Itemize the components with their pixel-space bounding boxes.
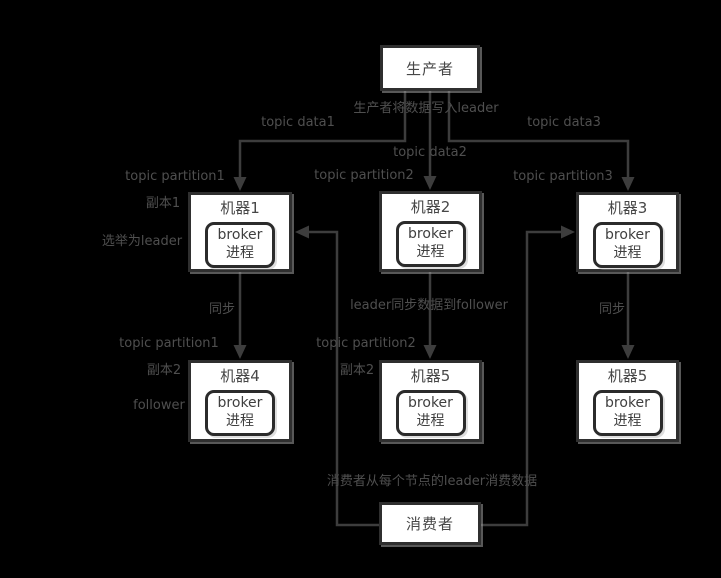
label-leader-sync: leader同步数据到follower — [350, 298, 508, 313]
broker-process-box: broker 进程 — [205, 389, 275, 436]
broker-process-label: broker — [605, 395, 650, 412]
broker-process-label: broker — [217, 395, 263, 412]
label-replica2-left: 副本2 — [146, 363, 182, 378]
arrow-down-machine2-icon — [423, 176, 437, 190]
machine-box-2: 机器2 broker 进程 — [379, 191, 482, 272]
broker-process-box: broker 进程 — [592, 389, 663, 436]
consumer-to-machine3-line — [481, 230, 562, 527]
label-sync-right: 同步 — [598, 302, 626, 317]
broker-process-label: broker — [408, 395, 453, 412]
machine-title: 机器1 — [220, 199, 260, 217]
machine-title: 机器5 — [607, 367, 648, 385]
machine-box-5: 机器5 broker 进程 — [379, 360, 482, 442]
arrow-right-machine3-icon — [561, 225, 575, 239]
machine-box-5-right: 机器5 broker 进程 — [576, 360, 679, 442]
arrow-down-machine1-icon — [233, 177, 247, 191]
label-topic-partition2-bottom: topic partition2 — [316, 336, 416, 351]
broker-process-label: 进程 — [226, 244, 254, 261]
label-sync-left: 同步 — [208, 302, 236, 317]
label-topic-partition1-bottom: topic partition1 — [119, 336, 219, 351]
machine-box-4: 机器4 broker 进程 — [188, 360, 292, 442]
label-topic-data3: topic data3 — [527, 115, 601, 130]
machine-title: 机器3 — [607, 199, 648, 217]
broker-process-label: 进程 — [416, 243, 445, 260]
arrow-down-machine5r-icon — [621, 345, 635, 359]
label-topic-data1: topic data1 — [261, 115, 335, 130]
broker-process-box: broker 进程 — [205, 221, 275, 268]
label-producer-write: 生产者将数据写入leader — [353, 101, 499, 116]
label-topic-partition2-top: topic partition2 — [314, 168, 414, 183]
label-follower: follower — [133, 398, 185, 413]
broker-process-label: broker — [408, 226, 453, 243]
machine-box-3: 机器3 broker 进程 — [576, 192, 679, 272]
arrow-down-machine3-icon — [621, 177, 635, 191]
broker-process-label: broker — [605, 227, 650, 244]
producer-to-machine1-line — [238, 91, 407, 179]
broker-process-label: 进程 — [226, 412, 254, 429]
broker-process-label: 进程 — [416, 412, 445, 429]
consumer-label: 消费者 — [405, 515, 454, 533]
arrow-down-machine4-icon — [233, 345, 247, 359]
label-topic-data2: topic data2 — [393, 145, 467, 160]
broker-process-box: broker 进程 — [395, 220, 466, 267]
arrow-down-machine5-icon — [423, 345, 437, 359]
broker-process-box: broker 进程 — [592, 221, 663, 268]
label-consumer-read: 消费者从每个节点的leader消费数据 — [326, 474, 538, 489]
consumer-box: 消费者 — [379, 502, 481, 545]
label-elected-leader: 选举为leader — [101, 234, 183, 249]
label-topic-partition3: topic partition3 — [513, 169, 613, 184]
label-replica1: 副本1 — [145, 196, 181, 211]
consumer-to-machine1-line — [308, 230, 379, 527]
producer-to-machine3-line — [447, 91, 630, 179]
label-replica2-mid: 副本2 — [339, 363, 375, 378]
broker-process-label: 进程 — [613, 244, 642, 261]
producer-label: 生产者 — [405, 59, 454, 78]
label-topic-partition1-top: topic partition1 — [125, 169, 225, 184]
machine-title: 机器2 — [410, 198, 451, 216]
machine-title: 机器5 — [410, 367, 451, 385]
broker-process-label: broker — [217, 227, 263, 244]
machine-box-1: 机器1 broker 进程 — [188, 192, 292, 272]
machine-title: 机器4 — [220, 367, 260, 385]
producer-box: 生产者 — [380, 45, 480, 91]
arrow-left-machine1-icon — [295, 225, 309, 239]
broker-process-label: 进程 — [613, 412, 642, 429]
broker-process-box: broker 进程 — [395, 389, 466, 436]
